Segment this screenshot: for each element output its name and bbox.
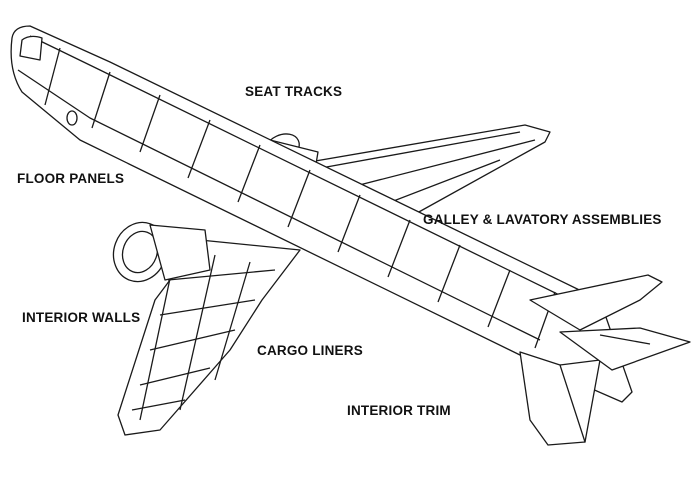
left-wing — [117, 239, 301, 436]
seat-tracks-label: SEAT TRACKS — [245, 84, 343, 99]
interior-walls-label: INTERIOR WALLS — [22, 310, 141, 325]
galley-lavatory-assemblies-label: GALLEY & LAVATORY ASSEMBLIES — [423, 212, 662, 227]
interior-trim-label: INTERIOR TRIM — [347, 403, 451, 418]
floor-panels-label: FLOOR PANELS — [17, 171, 125, 186]
vertical-tail — [519, 327, 691, 446]
left-engine — [112, 221, 211, 283]
fuselage — [10, 25, 633, 403]
cargo-liners-label: CARGO LINERS — [257, 343, 363, 358]
